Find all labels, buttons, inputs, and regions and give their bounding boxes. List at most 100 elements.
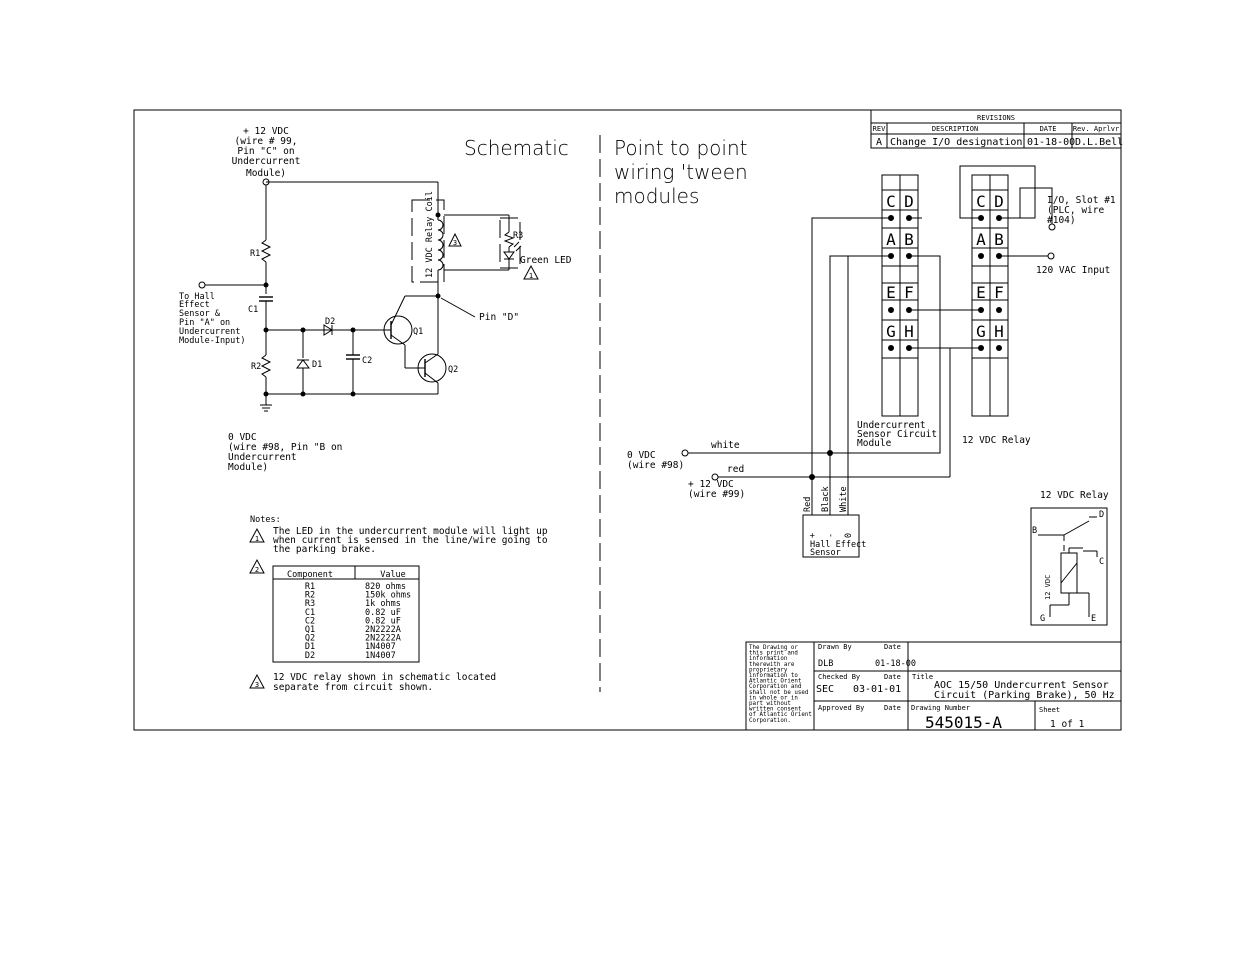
d2-diode [323,324,333,336]
supply-top-line: Module) [246,168,286,179]
title-label: Title [912,673,933,681]
terminal-a-label: A [886,230,896,249]
component-cell: D1 [305,642,315,652]
drawn-date-label: Date [884,643,901,651]
led-diode [503,251,515,260]
disclaimer-line: written consent [749,707,801,713]
sensor-wire-red: Red [803,497,813,512]
sensor-sign-zero: 0 [844,533,854,538]
input-label-line: Undercurrent [179,327,240,337]
disclaimer-line: in whole or in [749,695,798,701]
terminal-f-label: F [904,283,914,302]
relay-coil [437,219,444,271]
wiring-title-line: wiring 'tween [614,160,748,184]
terminal-h-label: H [904,322,914,341]
relay-detail-pin-d: D [1099,510,1104,520]
relay-coil-label: 12 VDC Relay Coil [425,191,435,278]
led-label: Green LED [520,255,572,266]
disclaimer-line: shall not be used [749,690,808,696]
pin-d-label: Pin "D" [479,312,519,323]
d1-diode [296,359,310,369]
supply-top-line: Pin "C" on [237,146,294,157]
module-label-line: Sensor Circuit [857,429,937,440]
relay-label: 12 VDC Relay [962,435,1031,446]
r1-resistor [260,239,272,263]
supply-bottom-label: 0 VDC (wire #98, Pin "B on Undercurrent … [228,432,342,473]
value-cell: 0.82 uF [365,608,401,618]
disclaimer-line: proprietary [749,667,788,673]
revisions-header-approver: Rev. Aprlvr [1073,125,1119,133]
input-label-line: To Hall [179,292,215,302]
relay-detail-pin-b: B [1032,526,1037,536]
io-label: I/O, Slot #1 (PLC, wire #104) [1047,195,1116,226]
drawn-date-value: 01-18-00 [875,659,916,669]
sheet-label: Sheet [1039,706,1060,714]
zero-vdc-line: 0 VDC [627,450,656,461]
r2-resistor [260,354,272,378]
note2-triangle [249,558,265,574]
value-cell: 150k ohms [365,591,411,601]
relay-detail-pin-e: E [1091,614,1096,624]
disclaimer-line: Corporation and [749,684,801,690]
io-label-line: #104) [1047,215,1076,226]
checked-by-label: Checked By [818,673,860,681]
drawing-number: 545015-A [925,713,1002,732]
revisions-header-rev: REV [873,125,886,133]
plus-vdc-line: + 12 VDC [688,479,734,490]
component-cell: Q2 [305,634,315,644]
schematic-circuit: R1 C1 R2 D1 D2 [198,178,572,412]
disclaimer-line: Corporation. [749,718,791,724]
supply-bottom-line: Module) [228,462,268,473]
drawn-by-value: DLB [818,659,833,669]
revision-approver: D.L.Bell [1075,137,1123,148]
sensor-label-line: Hall Effect [810,540,866,550]
note1-marker-number: 1 [529,272,533,280]
relay-terminal-e-label: E [976,283,986,302]
note1-number: 1 [255,535,259,543]
d1-label: D1 [312,360,322,370]
relay-detail-pin-g: G [1040,614,1045,624]
component-cell: Q1 [305,625,315,635]
terminal-e-label: E [886,283,896,302]
value-cell: 820 ohms [365,582,406,592]
relay-terminal-b-label: B [994,230,1004,249]
revisions-header-date: DATE [1040,125,1057,133]
relay-terminal-g-label: G [976,322,986,341]
supply-bottom-line: 0 VDC [228,432,257,443]
approved-by-label: Approved By [818,704,864,712]
relay-detail-title: 12 VDC Relay [1040,490,1109,501]
component-cell: R3 [305,599,315,609]
disclaimer-line: this print and [749,651,798,657]
relay-terminal-a-label: A [976,230,986,249]
terminal-b-label: B [904,230,914,249]
value-cell: 1N4007 [365,642,396,652]
r3-resistor [503,231,515,248]
relay-strip: C D A B E F G H [971,174,1009,417]
input-label: To Hall Effect Sensor & Pin "A" on Under… [179,292,246,346]
d2-label: D2 [325,317,335,327]
drawing-number-label: Drawing Number [911,704,970,712]
sensor-sign-plus: + [808,533,818,538]
relay-dashed-box [411,199,445,283]
sensor-wire-black: Black [821,486,831,512]
title-line: Circuit (Parking Brake), 50 Hz [934,690,1115,701]
supply-top-label: + 12 VDC (wire # 99, Pin "C" on Undercur… [232,126,301,179]
table-header-value: Value [380,570,406,580]
wires [681,165,1056,515]
disclaimer-line: information [749,656,787,662]
c2-label: C2 [362,356,372,366]
module-label-line: Module [857,438,892,449]
sensor-sign-minus: - [826,533,836,538]
note2-number: 2 [255,566,259,574]
input-label-line: Sensor & [179,309,221,319]
approved-date-label: Date [884,704,901,712]
note3-number: 3 [255,681,259,689]
disclaimer-line: The Drawing or [749,645,798,651]
note3-line: separate from circuit shown. [273,682,433,693]
value-cell: 1N4007 [365,651,396,661]
led-dashed-box [499,217,521,269]
component-cell: C1 [305,608,315,618]
schematic-title: Schematic [464,136,569,160]
